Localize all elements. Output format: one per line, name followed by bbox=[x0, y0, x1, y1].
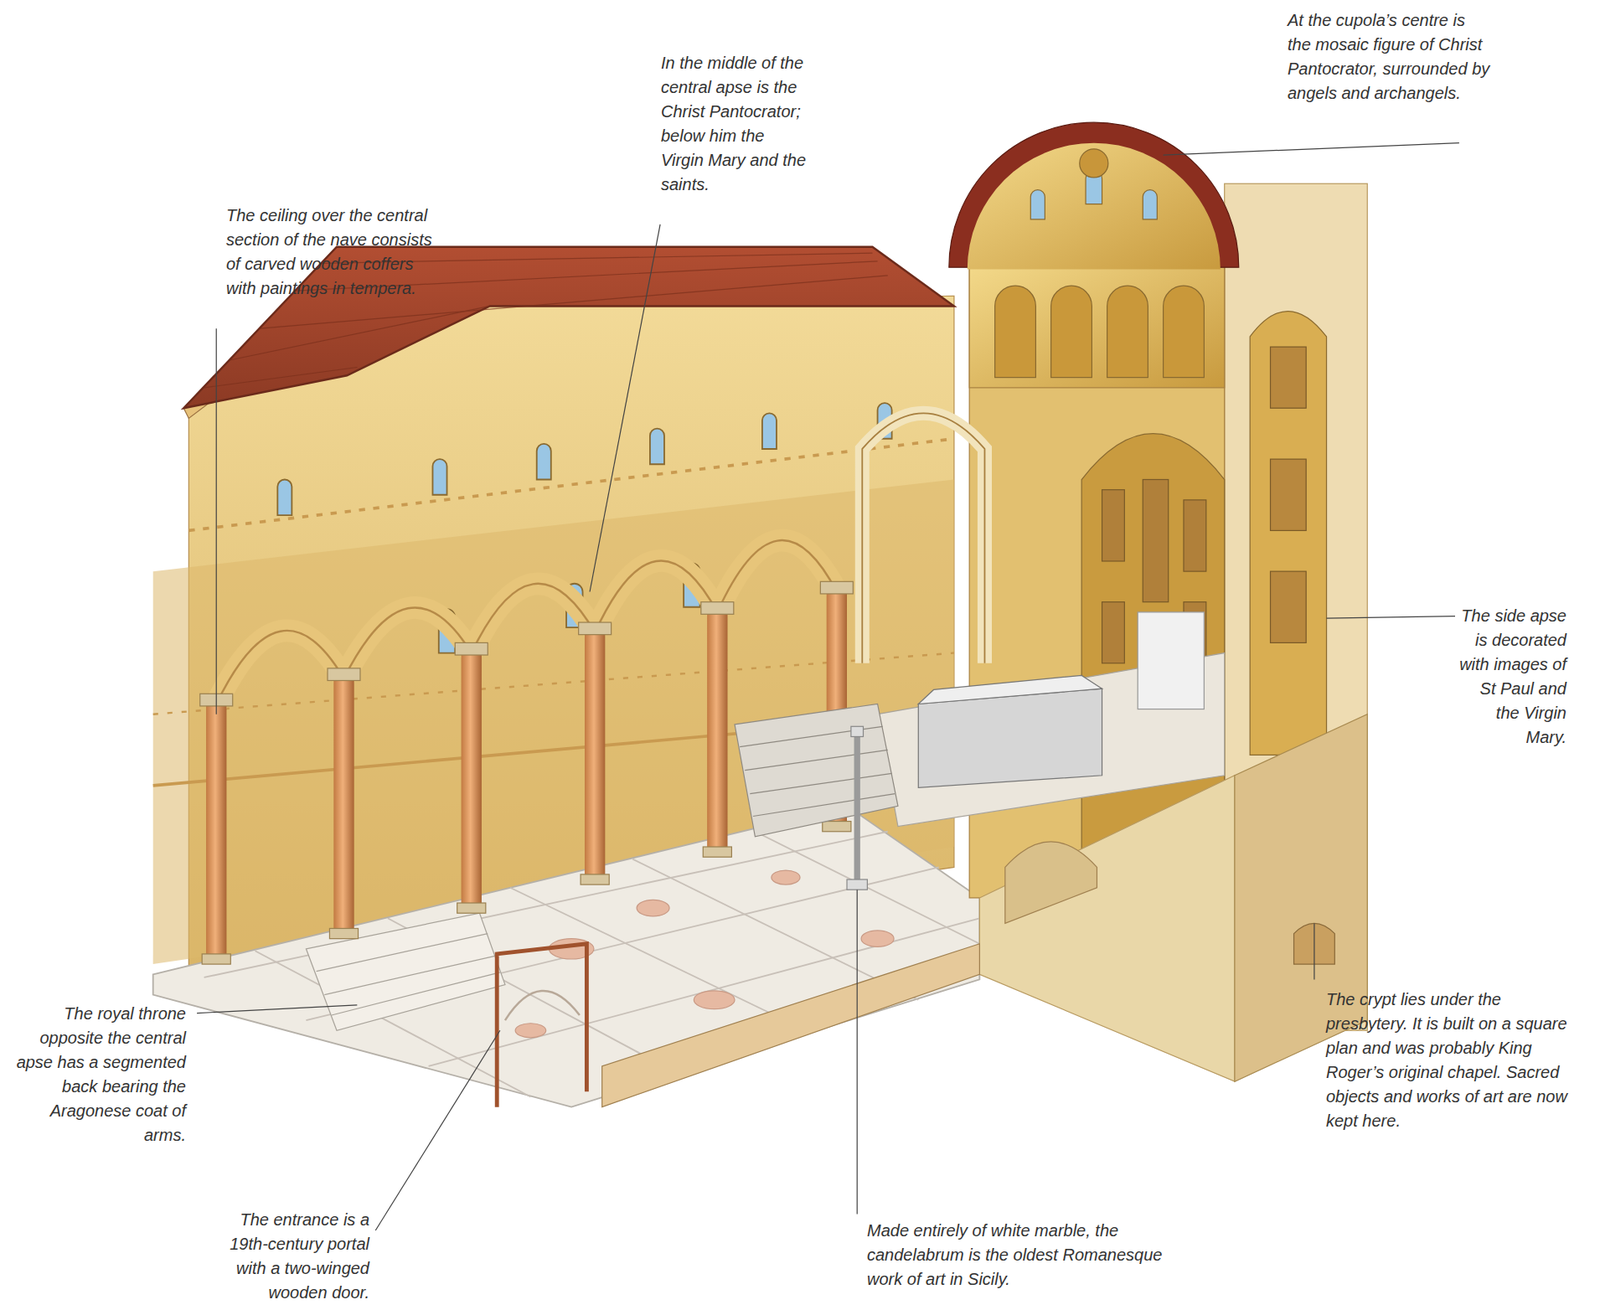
callout-text: Made entirely of white marble, the cande… bbox=[867, 1218, 1177, 1292]
candelabrum bbox=[846, 726, 868, 890]
callout-text: At the cupola’s centre is the mosaic fig… bbox=[1287, 8, 1493, 106]
triumphal-arch-edge bbox=[861, 412, 985, 663]
callout-text: The ceiling over the central section of … bbox=[226, 203, 438, 301]
wall-band bbox=[188, 438, 955, 532]
stair-lines bbox=[739, 726, 895, 816]
front-cut-wall bbox=[602, 944, 981, 1108]
side-apse-figures bbox=[1270, 346, 1307, 643]
crypt-arch bbox=[1005, 841, 1098, 924]
roof-tiles bbox=[204, 252, 888, 388]
pantocrator-roundel bbox=[1079, 149, 1109, 178]
ambo bbox=[918, 688, 1102, 788]
dome-inner bbox=[967, 143, 1221, 270]
altar bbox=[1137, 612, 1204, 710]
triumphal-arch bbox=[861, 412, 985, 663]
callout-text: The entrance is a 19th-century portal wi… bbox=[197, 1207, 370, 1306]
callout-text: The side apse is decorated with images o… bbox=[1459, 603, 1567, 750]
drum-niches bbox=[995, 285, 1205, 378]
leader-lines bbox=[196, 143, 1460, 1231]
stairs bbox=[734, 703, 899, 837]
callout-text: The royal throne opposite the central ap… bbox=[14, 1001, 186, 1148]
throne-steps bbox=[305, 913, 506, 1031]
callout-text: The crypt lies under the presbytery. It … bbox=[1326, 987, 1570, 1134]
dome-drum bbox=[969, 265, 1225, 388]
lower-wall bbox=[979, 775, 1235, 1082]
portal-arch bbox=[505, 990, 580, 1021]
ambo-top bbox=[918, 675, 1102, 704]
callout-text: In the middle of the central apse is the… bbox=[660, 51, 811, 197]
entrance-portal bbox=[496, 944, 587, 1108]
side-apse bbox=[1249, 311, 1327, 756]
